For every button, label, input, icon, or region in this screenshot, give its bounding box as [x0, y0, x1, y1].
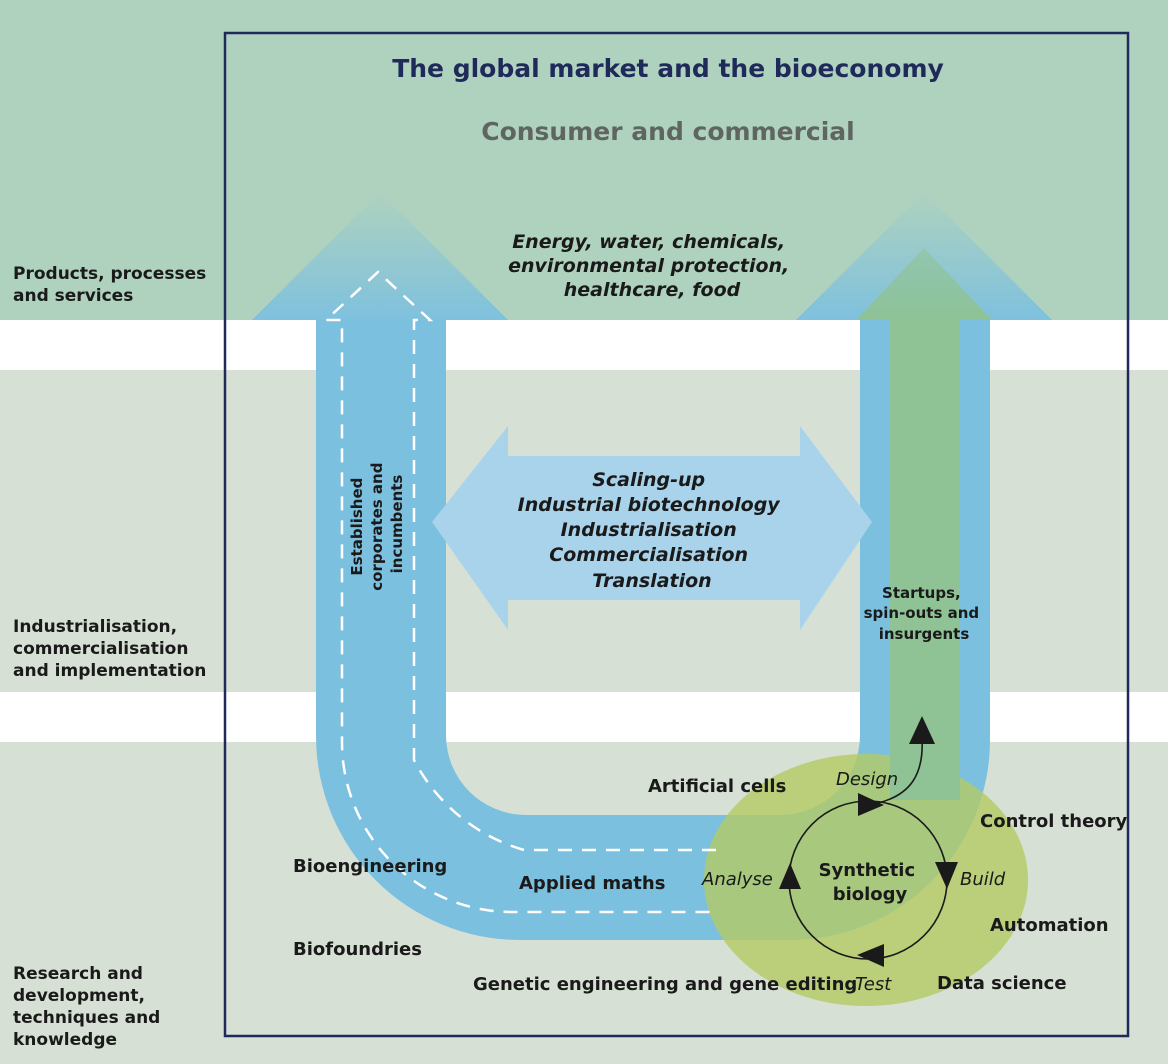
band-label-industrialisation: Industrialisation, commercialisation and… — [13, 617, 206, 681]
field-applied-maths: Applied maths — [519, 873, 665, 894]
design-arrowhead-icon — [858, 793, 884, 816]
diagram-subtitle: Consumer and commercial — [481, 117, 855, 146]
cycle-test-label: Test — [855, 974, 892, 995]
synbio-ellipse — [704, 754, 1028, 1006]
left-arrowhead — [252, 192, 508, 320]
midstream-text: Scaling-up Industrial biotechnology Indu… — [518, 469, 787, 592]
field-artificial-cells: Artificial cells — [648, 776, 786, 797]
analyse-arrowhead-icon — [779, 863, 801, 889]
cycle-analyse-label: Analyse — [701, 869, 773, 890]
diagram-title: The global market and the bioeconomy — [392, 54, 944, 83]
test-arrowhead-icon — [857, 944, 884, 967]
cycle-build-label: Build — [960, 869, 1006, 890]
startups-label: Startups, spin-outs and insurgents — [864, 584, 985, 643]
build-arrowhead-icon — [935, 862, 958, 889]
dashed-route — [322, 270, 716, 914]
field-genetic-engineering: Genetic engineering and gene editing — [473, 974, 857, 995]
startup-arrowhead — [856, 248, 992, 320]
band-gap-2 — [0, 692, 1168, 742]
established-corporates-label: Established corporates and incumbents — [348, 457, 406, 590]
field-automation: Automation — [990, 915, 1109, 936]
field-biofoundries: Biofoundries — [293, 939, 422, 960]
band-gap-1 — [0, 320, 1168, 370]
band-label-research: Research and development, techniques and… — [13, 964, 166, 1050]
design-exit-curve — [877, 737, 923, 804]
cycle-design-label: Design — [836, 769, 898, 790]
diagram-frame — [223, 31, 1130, 1038]
band-label-products: Products, processes and services — [13, 264, 212, 306]
field-control-theory: Control theory — [980, 811, 1128, 832]
synthetic-biology-label: Synthetic biology — [819, 860, 922, 905]
field-bioengineering: Bioengineering — [293, 856, 447, 877]
startup-shaft — [890, 320, 960, 800]
midstream-arrow — [432, 426, 872, 630]
field-data-science: Data science — [937, 973, 1067, 994]
sectors-text: Energy, water, chemicals, environmental … — [508, 231, 796, 301]
exit-arrowhead-icon — [909, 716, 935, 744]
